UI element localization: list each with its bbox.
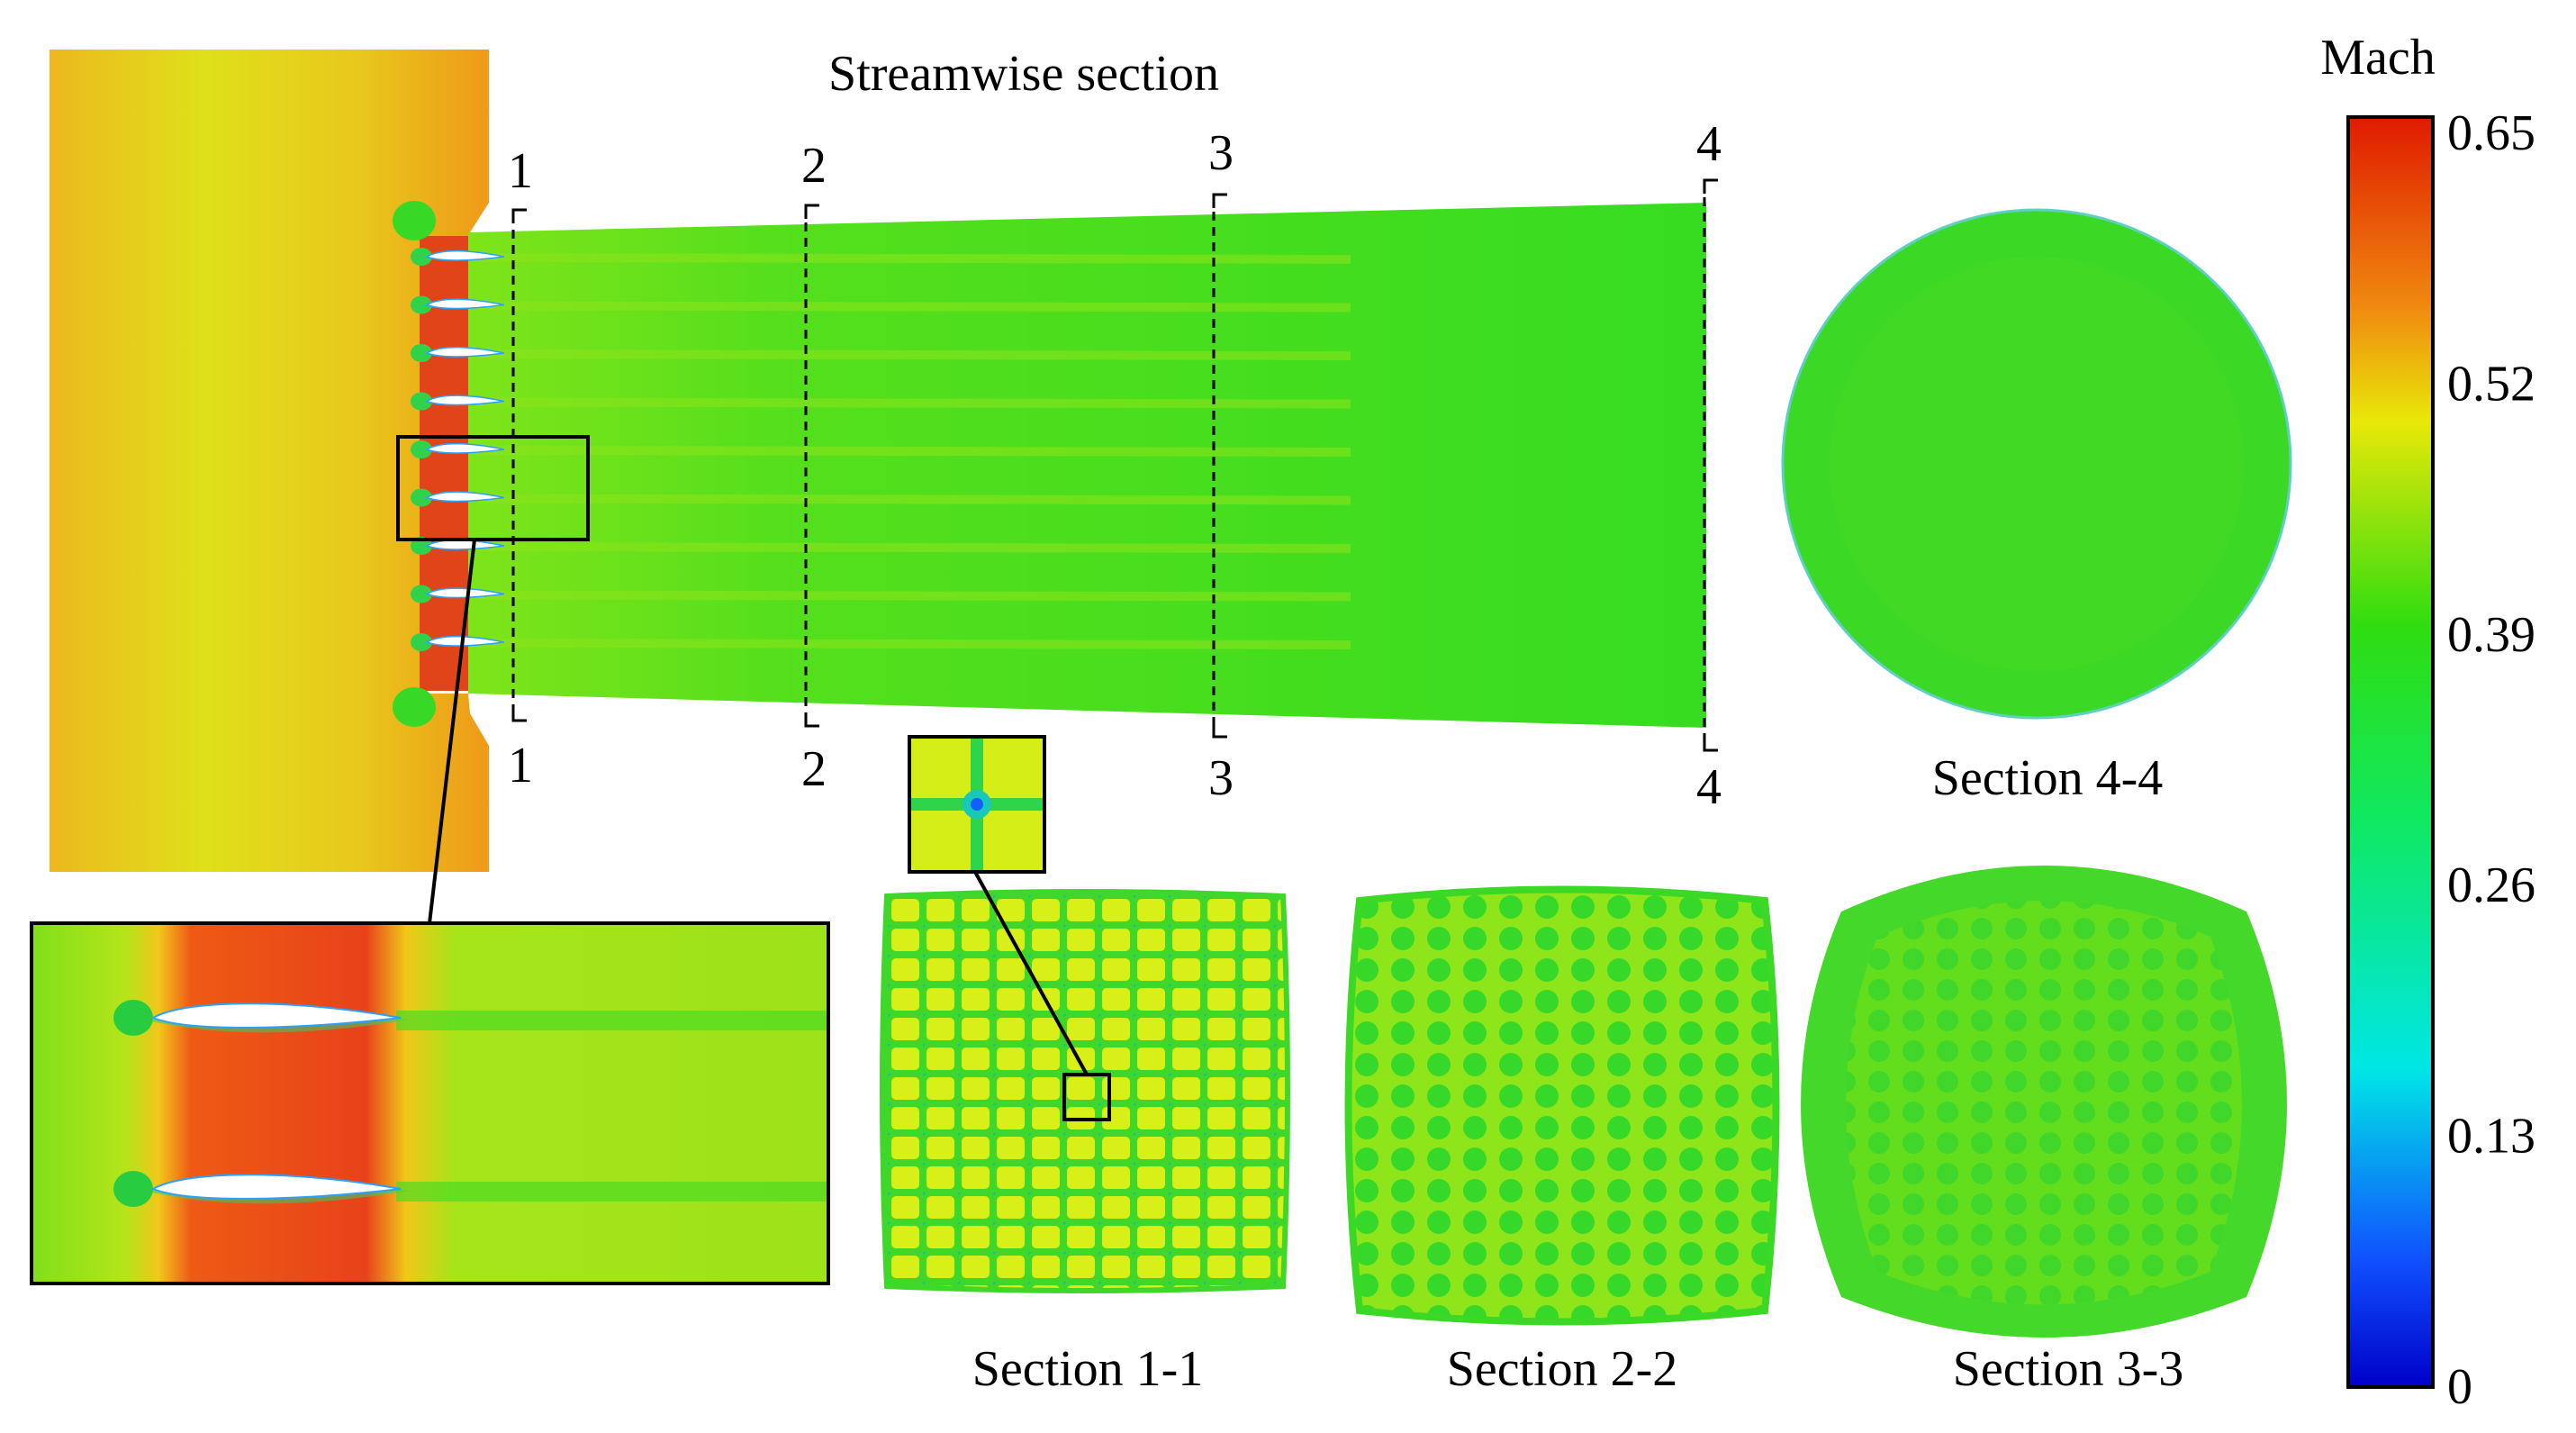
mark-3-bottom: 3 [1208, 750, 1234, 806]
zoom-leader-line [428, 539, 476, 924]
wake-band [477, 494, 1351, 505]
wake-band [477, 301, 1351, 313]
wake-band [477, 542, 1351, 553]
section-numbers: 1 1 2 2 3 3 4 4 [508, 116, 1722, 815]
mark-2-top: 2 [801, 138, 827, 194]
airfoil [425, 587, 505, 599]
section-1-1-label: Section 1-1 [972, 1341, 1204, 1397]
colorbar-tick-label: 0.39 [2447, 607, 2535, 663]
wake-band [477, 253, 1351, 264]
section-cut-lines [511, 178, 1718, 752]
leading-edge-stagnation [411, 248, 432, 266]
colorbar-tick-label: 0.52 [2447, 356, 2535, 412]
airfoil [425, 491, 505, 503]
colorbar-tick-label: 0.26 [2447, 857, 2535, 913]
mark-3-top: 3 [1208, 125, 1234, 181]
mark-4-top: 4 [1696, 116, 1722, 172]
leading-edge-stagnation [411, 392, 432, 411]
zoom-inset [30, 921, 830, 1285]
leading-edge-stagnation [411, 488, 432, 507]
wake-band [477, 349, 1351, 360]
airfoil [425, 442, 505, 454]
section-4-4-label: Section 4-4 [1932, 750, 2164, 806]
lower-lip-stagnation [393, 687, 436, 727]
streamwise-channel-contour [411, 203, 1706, 728]
colorbar-tick-label: 0 [2447, 1359, 2472, 1415]
wake-band [477, 639, 1351, 649]
section-2-2: Section 2-2 [1344, 885, 1780, 1397]
colorbar-title: Mach [2320, 30, 2436, 86]
airfoil [425, 298, 505, 310]
leading-edge-stagnation [411, 344, 432, 362]
wake-band [477, 590, 1351, 602]
colorbar-tick-label: 0.13 [2447, 1109, 2535, 1165]
inlet-plenum-contour [50, 50, 489, 872]
wake-band [477, 446, 1351, 457]
section-4-4: Section 4-4 [1781, 208, 2292, 806]
colorbar-gradient [2346, 115, 2435, 1389]
leading-edge-stagnation [411, 585, 432, 603]
section-3-3-label: Section 3-3 [1953, 1341, 2184, 1397]
colorbar-tick-label: 0.65 [2447, 105, 2535, 161]
section-1-1: Section 1-1 [880, 735, 1290, 1397]
leading-edge-stagnation [411, 440, 432, 458]
zoom-region-box [396, 435, 590, 541]
inset-airfoil-upper [150, 1002, 402, 1029]
mach-colorbar: Mach 0.65 0.52 0.39 0.26 0.13 0 [2320, 30, 2535, 1415]
airfoil [425, 249, 505, 261]
section-1-1-leader-line [973, 871, 1089, 1075]
section-2-2-label: Section 2-2 [1447, 1341, 1678, 1397]
airfoil [425, 635, 505, 647]
airfoil [425, 395, 505, 406]
airfoil [425, 346, 505, 358]
inset-airfoil-lower [150, 1174, 402, 1200]
section-3-3: Section 3-3 [1801, 866, 2287, 1397]
mark-2-bottom: 2 [801, 741, 827, 797]
mark-1-bottom: 1 [508, 738, 533, 794]
leading-edge-stagnation [411, 633, 432, 651]
colorbar-ticks: 0.65 0.52 0.39 0.26 0.13 0 [2447, 105, 2535, 1415]
airfoil-wakes [477, 253, 1351, 649]
mark-1-top: 1 [508, 143, 533, 199]
figure-title: Streamwise section [828, 46, 1219, 102]
wake-band [477, 397, 1351, 409]
upper-lip-stagnation [393, 201, 436, 240]
mark-4-bottom: 4 [1696, 759, 1722, 815]
leading-edge-stagnation [411, 295, 432, 314]
section-1-1-detail-inset [908, 735, 1046, 874]
